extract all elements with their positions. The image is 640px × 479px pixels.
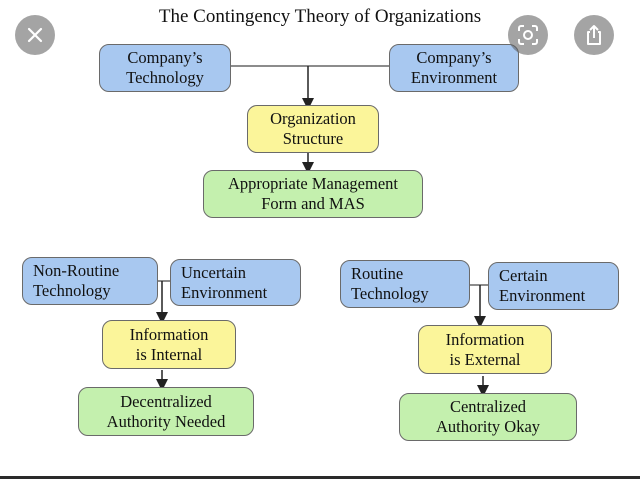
box-line: Information: [129, 324, 209, 344]
box-line: Uncertain: [181, 262, 247, 282]
share-button[interactable]: [574, 15, 614, 55]
box-line: is External: [449, 349, 521, 369]
lens-search-icon: [518, 25, 538, 45]
share-icon: [587, 25, 601, 45]
box-line: Information: [445, 329, 525, 349]
routine-technology-box: Routine Technology: [340, 260, 470, 308]
lens-search-button[interactable]: [508, 15, 548, 55]
box-line: Structure: [282, 129, 344, 148]
company-technology-box: Company’s Technology: [99, 44, 231, 92]
uncertain-environment-box: Uncertain Environment: [170, 259, 301, 306]
organization-structure-box: Organization Structure: [247, 105, 379, 153]
box-line: Authority Needed: [106, 411, 226, 431]
close-button[interactable]: [15, 15, 55, 55]
box-line: Company’s: [416, 48, 492, 67]
box-line: Company’s: [127, 48, 203, 67]
box-line: Technology: [126, 68, 204, 87]
box-line: Appropriate Management: [228, 174, 398, 193]
box-line: Routine: [351, 264, 404, 283]
certain-environment-box: Certain Environment: [488, 262, 619, 310]
company-environment-box: Company’s Environment: [389, 44, 519, 92]
diagram-title: The Contingency Theory of Organizations: [158, 6, 482, 27]
box-line: Organization: [270, 109, 356, 128]
box-line: Technology: [33, 281, 111, 300]
box-line: Centralized: [449, 397, 527, 416]
box-line: Technology: [351, 284, 429, 303]
box-line: is Internal: [135, 344, 203, 364]
information-external-box: Information is External: [418, 325, 552, 374]
box-line: Form and MAS: [261, 194, 365, 213]
close-icon: [27, 27, 43, 43]
management-form-box: Appropriate Management Form and MAS: [203, 170, 423, 218]
non-routine-technology-box: Non-Routine Technology: [22, 257, 158, 305]
box-line: Certain: [499, 266, 548, 285]
box-line: Authority Okay: [435, 417, 541, 436]
centralized-authority-box: Centralized Authority Okay: [399, 393, 577, 441]
bottom-divider: [0, 476, 640, 479]
box-line: Environment: [499, 286, 586, 305]
information-internal-box: Information is Internal: [102, 320, 236, 369]
decentralized-authority-box: Decentralized Authority Needed: [78, 387, 254, 436]
box-line: Environment: [410, 68, 498, 87]
box-line: Environment: [181, 282, 268, 302]
box-line: Non-Routine: [33, 261, 120, 280]
box-line: Decentralized: [120, 391, 212, 411]
